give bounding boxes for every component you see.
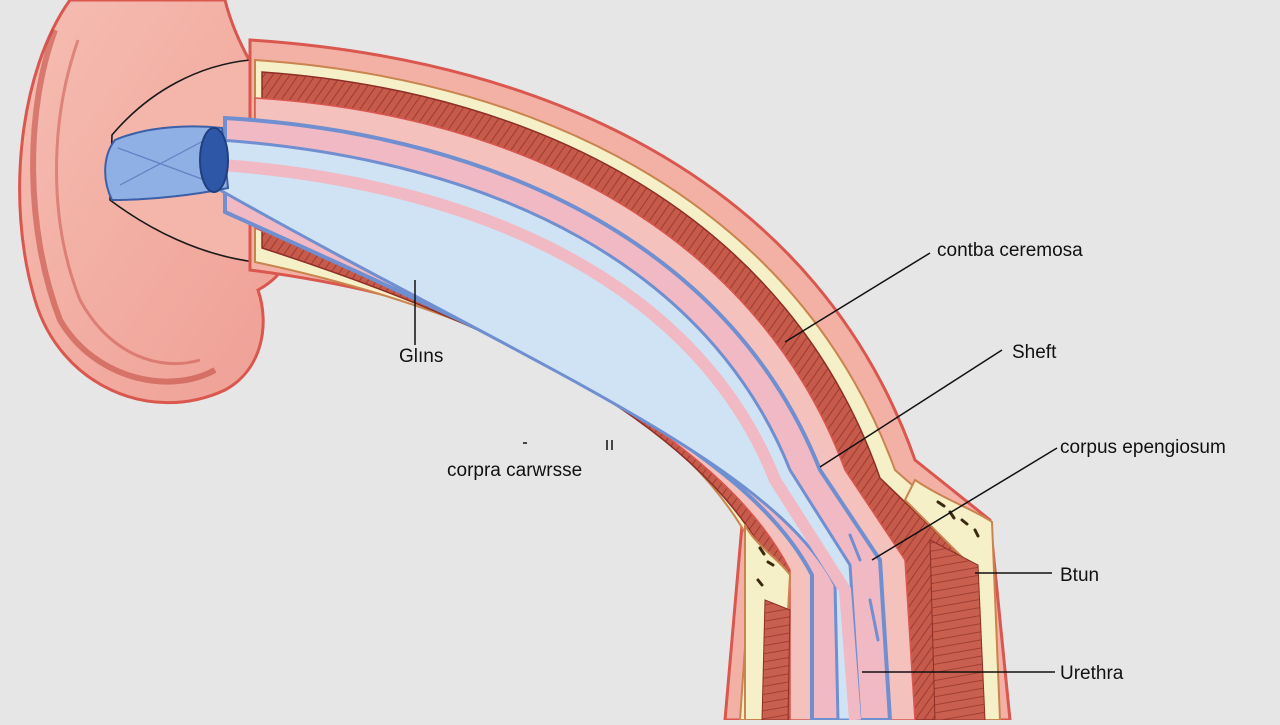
labels: contba ceremosa Glıns Sheft corpus epeng… [399, 240, 1226, 684]
glans-inner-fold [30, 28, 217, 385]
urethral-meatus [104, 125, 230, 202]
label-corpora-cavernosa-left: corpra carwrsse [447, 460, 582, 481]
bulb-speckles [756, 500, 980, 587]
leader-shaft [819, 349, 1003, 468]
urethra-channel [221, 159, 861, 721]
label-corpus-spongiosum: corpus epengiosum [1060, 437, 1226, 458]
bulb-left-tissue [761, 599, 791, 721]
label-glans: Glıns [399, 346, 443, 367]
label-urethra: Urethra [1060, 663, 1124, 684]
meatus-opening [199, 127, 229, 193]
meatus-cross [117, 139, 211, 186]
glans-region [18, 0, 288, 405]
label-corpora-cavernosa-top: contba ceremosa [937, 240, 1083, 261]
glans-inner-fold-2 [55, 39, 201, 366]
urethra-line [848, 533, 880, 642]
bulb-region [744, 478, 1002, 721]
shaft-body [218, 38, 1012, 722]
label-shaft: Sheft [1012, 342, 1057, 363]
label-bulb: Btun [1060, 565, 1099, 586]
leader-lines [414, 252, 1058, 673]
tick-marks [523, 440, 613, 450]
bulb-right-tissue [929, 539, 986, 721]
leader-corpus-spongiosum [871, 447, 1058, 561]
meatus-cap [104, 125, 230, 202]
leader-corpora-cavernosa-top [784, 252, 931, 343]
